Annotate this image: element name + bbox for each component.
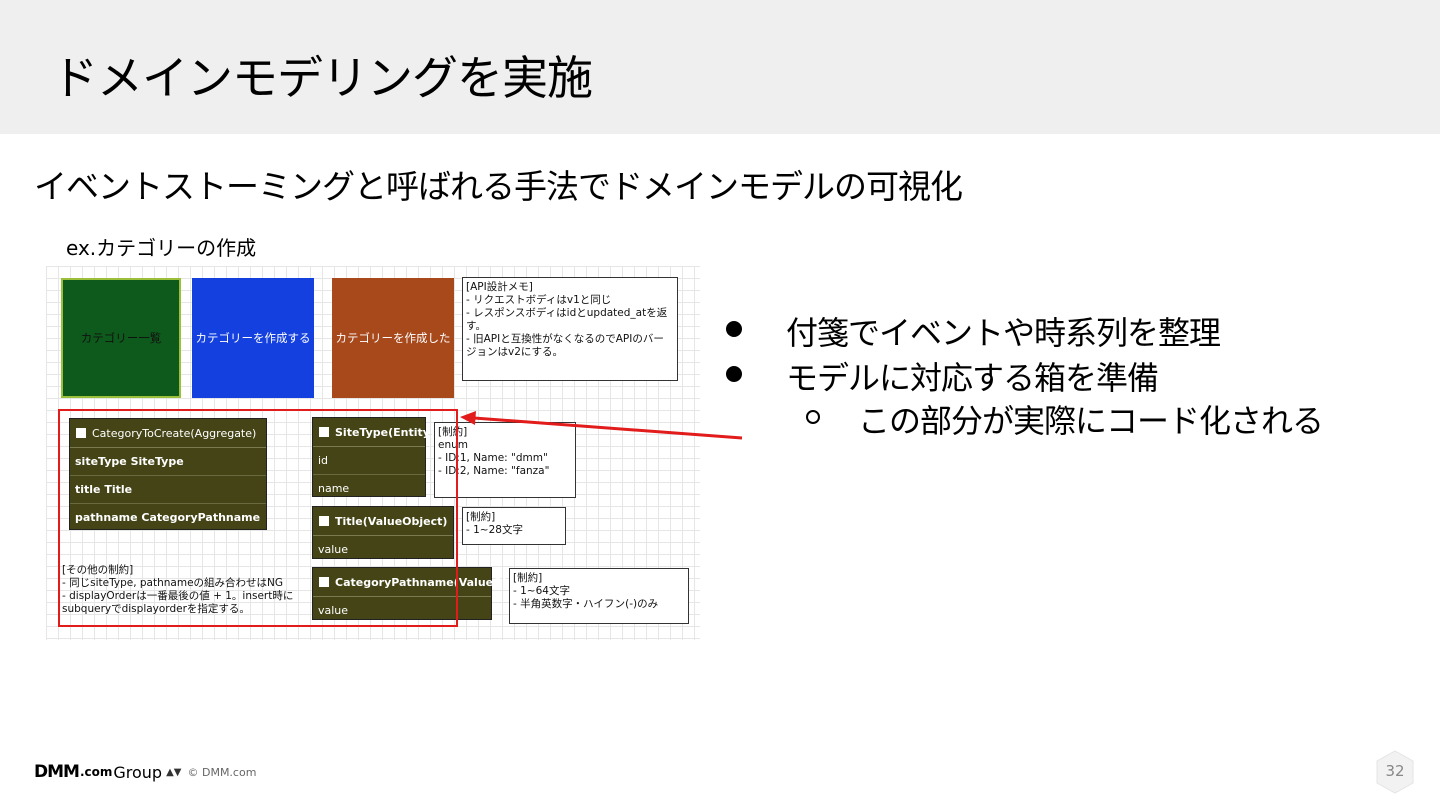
entity-header: Title(ValueObject) bbox=[313, 507, 453, 536]
pathname-constraint-note: [制約] - 1~64文字 - 半角英数字・ハイフン(-)のみ bbox=[509, 568, 689, 624]
entity-header-label: SiteType(Entity) bbox=[335, 425, 435, 439]
note-line: - 1~28文字 bbox=[466, 524, 523, 536]
event-storming-board: カテゴリー一覧 カテゴリーを作成する カテゴリーを作成した [API設計メモ] … bbox=[46, 266, 700, 640]
value-object-category-pathname: CategoryPathname(ValueObject) value bbox=[312, 567, 538, 620]
entity-header-label: Title(ValueObject) bbox=[335, 514, 448, 528]
entity-row: value bbox=[318, 604, 349, 617]
entity-site-type: SiteType(Entity) id name bbox=[312, 417, 435, 497]
title-constraint-note: [制約] - 1~28文字 bbox=[462, 507, 566, 545]
note-line: [制約] bbox=[438, 426, 468, 438]
note-line: [制約] bbox=[513, 572, 543, 584]
note-line: - 半角英数字・ハイフン(-)のみ bbox=[513, 598, 659, 610]
brand-dmm-logo: DMM bbox=[34, 762, 80, 782]
note-line: - 旧APIと互換性がなくなるのでAPIのバージョンはv2にする。 bbox=[466, 333, 664, 358]
sub-bullet-item: この部分が実際にコード化される bbox=[858, 402, 1324, 440]
note-line: - レスポンスボディはidとupdated_atを返す。 bbox=[466, 307, 668, 332]
aggregate-category-to-create: CategoryToCreate(Aggregate) siteType Sit… bbox=[69, 418, 267, 530]
page-number: 32 bbox=[1385, 762, 1405, 780]
sticky-category-list: カテゴリー一覧 bbox=[61, 278, 181, 398]
slide-subtitle: イベントストーミングと呼ばれる手法でドメインモデルの可視化 bbox=[34, 167, 963, 206]
entity-row: title Title bbox=[70, 476, 266, 504]
sticky-create-category-command: カテゴリーを作成する bbox=[192, 278, 314, 398]
highlight-box bbox=[58, 409, 458, 627]
note-line: - 同じsiteType, pathnameの組み合わせはNG bbox=[62, 577, 284, 589]
brand-com: .com bbox=[79, 765, 113, 779]
example-label: ex.カテゴリーの作成 bbox=[66, 236, 257, 260]
brand-mark-icon: ▲▼ bbox=[166, 766, 182, 778]
sub-bullet-circle-icon bbox=[806, 410, 820, 424]
entity-row: name bbox=[318, 482, 350, 495]
entity-row: pathname CategoryPathname bbox=[75, 511, 261, 524]
note-line: [API設計メモ] bbox=[466, 281, 533, 293]
note-line: - リクエストボディはv1と同じ bbox=[466, 294, 612, 306]
entity-header-label: CategoryPathname(ValueObject) bbox=[335, 575, 539, 589]
slide-header bbox=[0, 0, 1440, 134]
note-line: - ID:2, Name: "fanza" bbox=[438, 465, 550, 477]
api-design-note: [API設計メモ] - リクエストボディはv1と同じ - レスポンスボディはid… bbox=[462, 277, 678, 381]
brand-group: Group bbox=[113, 762, 163, 782]
note-line: - displayOrderは一番最後の値 + 1。insert時に bbox=[62, 590, 294, 602]
sticky-category-created-event: カテゴリーを作成した bbox=[332, 278, 454, 398]
slide-title: ドメインモデリングを実施 bbox=[52, 51, 593, 105]
collapse-icon bbox=[319, 516, 329, 526]
note-line: subqueryでdisplayorderを指定する。 bbox=[62, 603, 250, 615]
footer-brand: DMM .com Group ▲▼ © DMM.com bbox=[34, 762, 256, 782]
entity-row: value bbox=[318, 543, 349, 556]
collapse-icon bbox=[76, 428, 86, 438]
collapse-icon bbox=[319, 427, 329, 437]
other-constraints-text: [その他の制約] - 同じsiteType, pathnameの組み合わせはNG… bbox=[62, 564, 293, 616]
entity-header-label: CategoryToCreate(Aggregate) bbox=[92, 426, 257, 440]
bullet-item: モデルに対応する箱を準備 bbox=[786, 359, 1159, 397]
note-line: [制約] bbox=[466, 511, 496, 523]
bullet-dot-icon bbox=[726, 366, 742, 382]
entity-header: CategoryToCreate(Aggregate) bbox=[70, 419, 266, 448]
copyright-text: © DMM.com bbox=[187, 765, 257, 779]
entity-row: siteType SiteType bbox=[70, 448, 266, 476]
entity-row: id bbox=[313, 447, 425, 475]
entity-header: SiteType(Entity) bbox=[313, 418, 435, 447]
page-number-badge: 32 bbox=[1375, 750, 1415, 794]
note-line: enum bbox=[438, 439, 468, 451]
note-line: - 1~64文字 bbox=[513, 585, 570, 597]
note-line: [その他の制約] bbox=[62, 564, 134, 576]
collapse-icon bbox=[319, 577, 329, 587]
value-object-title: Title(ValueObject) value bbox=[312, 506, 454, 559]
note-line: - ID:1, Name: "dmm" bbox=[438, 452, 548, 464]
hexagon-icon bbox=[1376, 750, 1414, 794]
bullet-item: 付箋でイベントや時系列を整理 bbox=[786, 314, 1221, 352]
bullet-dot-icon bbox=[726, 321, 742, 337]
entity-header: CategoryPathname(ValueObject) bbox=[313, 568, 538, 597]
